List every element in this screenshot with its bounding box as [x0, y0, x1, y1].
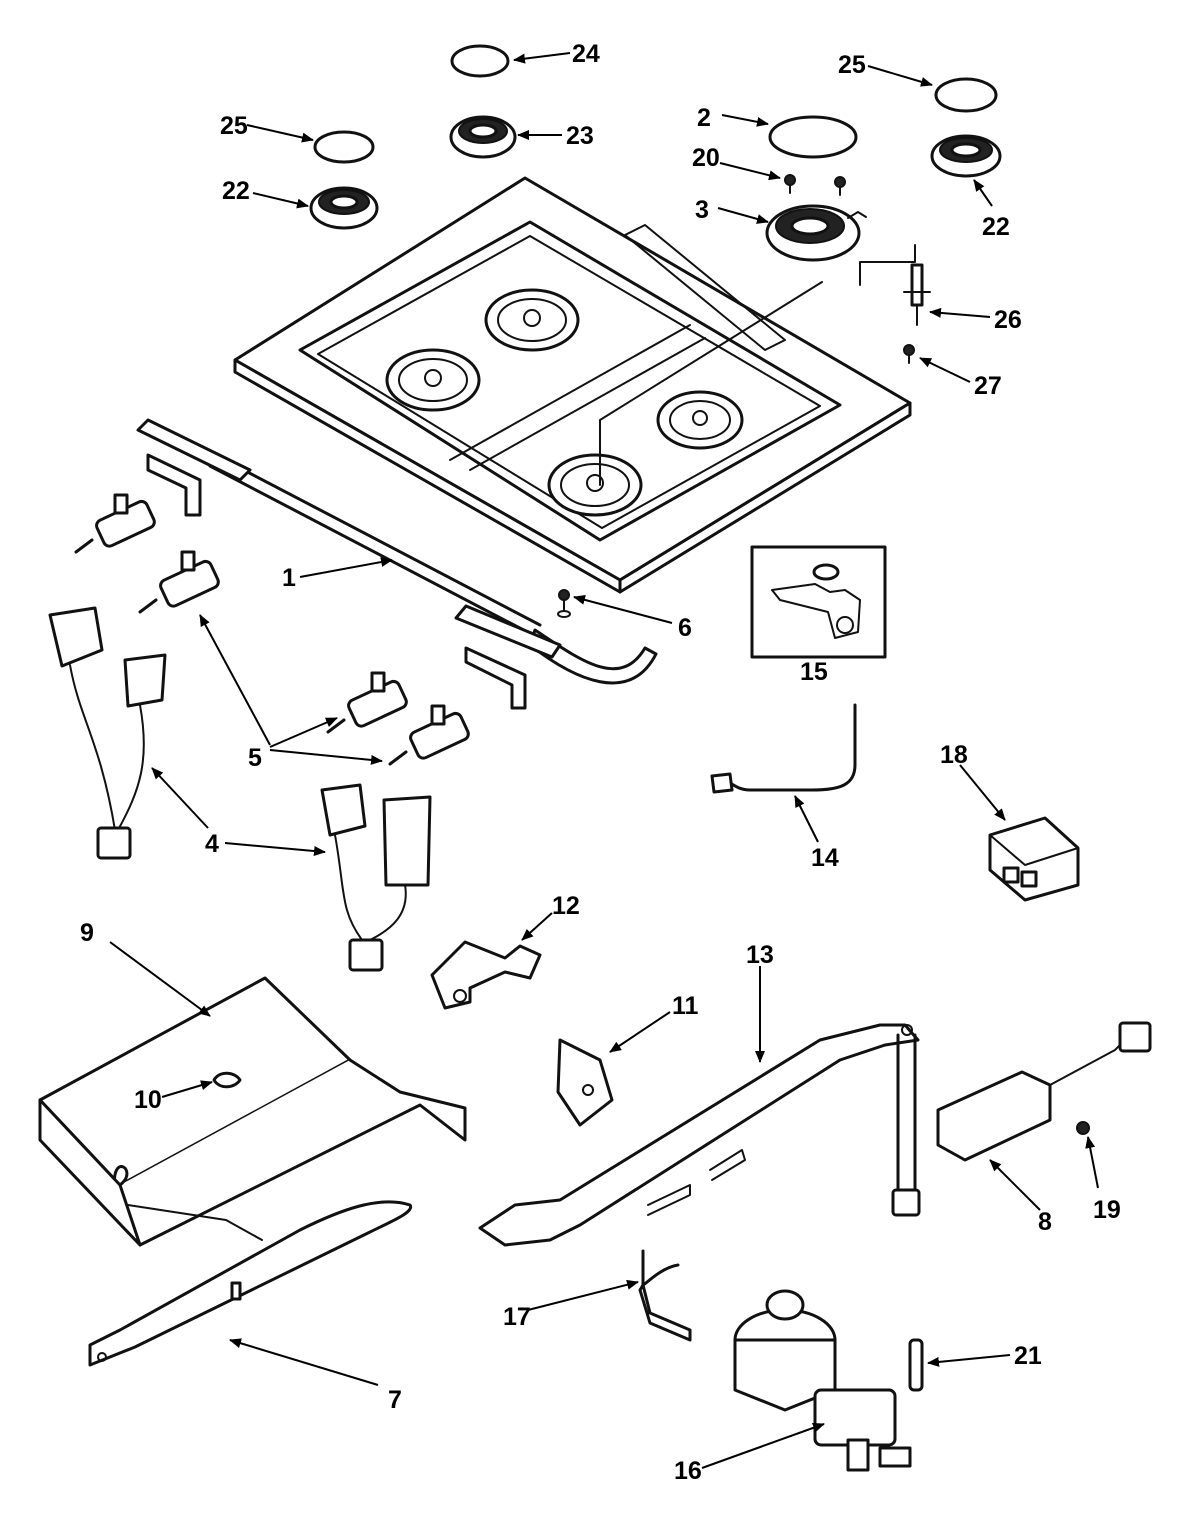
cooktop-burner-hole-front-left	[385, 348, 481, 412]
callout-1: 1	[282, 564, 296, 592]
burner-head-3	[765, 204, 867, 262]
callout-10: 10	[134, 1086, 162, 1114]
callout-25-right: 25	[838, 51, 866, 79]
leader-10	[161, 1080, 213, 1098]
igniter-8	[936, 1021, 1152, 1162]
screw-20-right	[834, 176, 846, 196]
callout-22-right: 22	[982, 213, 1010, 241]
callout-19: 19	[1093, 1196, 1121, 1224]
cooktop-burner-hole-rear-left	[484, 288, 580, 352]
cooktop-main-top	[233, 176, 912, 594]
leader-16	[701, 1423, 825, 1469]
leader-6	[573, 594, 673, 624]
screw-19	[1076, 1121, 1090, 1135]
burner-head-23	[449, 115, 517, 159]
callout-15: 15	[800, 658, 828, 686]
cooktop-burner-hole-front-right	[547, 453, 643, 517]
wing-nut-10	[212, 1071, 242, 1089]
callout-7: 7	[388, 1386, 402, 1414]
callout-25-left: 25	[220, 112, 248, 140]
callout-4: 4	[205, 830, 219, 858]
burner-valve-5c	[326, 671, 408, 734]
tube-17	[638, 1149, 746, 1342]
leader-14	[794, 795, 819, 843]
pilot-tube-14	[710, 703, 857, 794]
leader-27	[919, 357, 971, 383]
leader-22-left	[252, 192, 309, 209]
oven-control-valve-16	[733, 1289, 912, 1472]
leader-5b	[269, 717, 338, 748]
leader-24	[513, 52, 571, 64]
callout-6: 6	[678, 614, 692, 642]
broil-burner-7	[88, 1200, 413, 1367]
tube-21	[908, 1338, 924, 1392]
callout-13: 13	[746, 941, 774, 969]
screw-27	[903, 344, 915, 364]
callout-14: 14	[811, 844, 839, 872]
leader-26	[929, 307, 991, 318]
leader-9	[109, 941, 211, 1017]
burner-cap-24	[450, 44, 510, 78]
callout-3: 3	[695, 196, 709, 224]
callout-18: 18	[940, 741, 968, 769]
callout-11: 11	[672, 992, 699, 1020]
callout-24: 24	[572, 40, 600, 68]
leader-4b	[151, 767, 209, 829]
leader-25-left	[246, 124, 314, 143]
leader-5a	[199, 614, 271, 746]
callout-5: 5	[248, 744, 262, 772]
callout-26: 26	[994, 306, 1022, 334]
leader-25-right	[867, 65, 933, 87]
leader-17	[527, 1279, 639, 1311]
bake-burner-13	[478, 1023, 921, 1247]
burner-valve-5b	[138, 550, 220, 614]
leader-22-right	[973, 179, 993, 207]
burner-cap-2	[768, 115, 858, 159]
callout-21: 21	[1014, 1342, 1042, 1370]
spark-electrode-26	[859, 244, 931, 326]
callout-20: 20	[692, 144, 720, 172]
callout-17: 17	[503, 1303, 531, 1331]
callout-8: 8	[1038, 1208, 1052, 1236]
leader-4	[224, 842, 326, 856]
callout-23: 23	[566, 122, 594, 150]
leader-18	[959, 764, 1006, 821]
callout-12: 12	[552, 892, 580, 920]
ignition-switch-harness-4-right	[320, 783, 432, 972]
burner-cap-25-right	[934, 77, 998, 113]
spark-module-18	[988, 816, 1080, 902]
callout-2: 2	[697, 104, 711, 132]
burner-valve-5d	[388, 704, 470, 766]
burner-baffle-9	[38, 976, 467, 1247]
leader-8	[989, 1159, 1041, 1211]
screw-6	[557, 589, 571, 618]
leader-5c	[269, 749, 383, 765]
leader-11	[609, 1011, 671, 1053]
burner-head-22-right	[930, 134, 1002, 178]
bracket-11	[556, 1038, 614, 1127]
burner-locator-line	[599, 281, 823, 486]
ignition-switch-harness-4-left	[48, 606, 167, 860]
burner-cap-25-left	[313, 130, 375, 164]
orifice-fitting-12	[430, 940, 542, 1010]
burner-valve-5a	[74, 493, 156, 554]
leader-20	[719, 162, 781, 181]
burner-head-22-left	[309, 186, 379, 230]
leader-1	[299, 557, 393, 578]
callout-27: 27	[974, 372, 1002, 400]
screw-20-left	[784, 174, 796, 194]
leader-21	[927, 1354, 1011, 1367]
leader-19	[1085, 1136, 1099, 1189]
leader-2	[721, 114, 769, 127]
manifold-pipe-1	[136, 418, 658, 710]
callout-16: 16	[674, 1457, 702, 1485]
leader-3	[717, 207, 769, 224]
leader-12	[521, 912, 553, 941]
pilot-assembly-15	[750, 545, 887, 659]
leader-7	[229, 1338, 379, 1386]
callout-22-left: 22	[222, 177, 250, 205]
callout-9: 9	[80, 919, 94, 947]
cooktop-burner-hole-rear-right	[656, 390, 744, 450]
